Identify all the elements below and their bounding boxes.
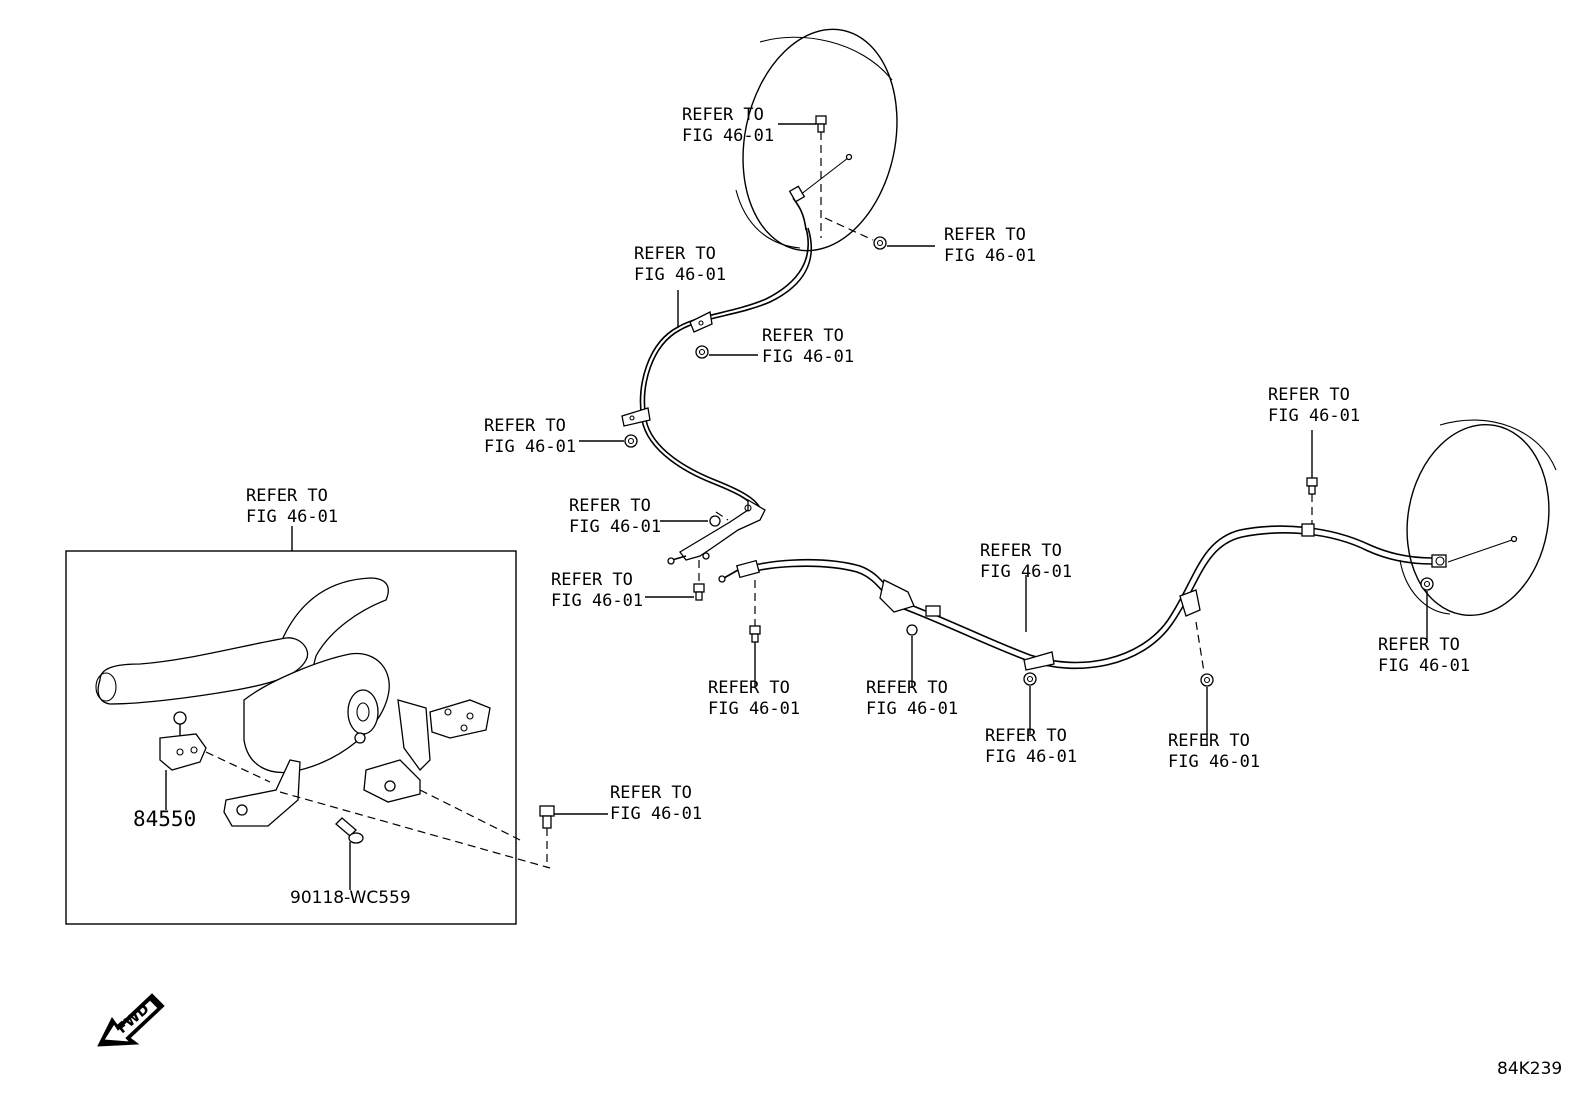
bolt-icon	[539, 805, 555, 829]
svg-text:REFER TO: REFER TO	[634, 244, 716, 264]
cable-clip	[621, 407, 651, 427]
bolt-icon	[749, 625, 761, 643]
svg-text:FIG 46-01: FIG 46-01	[610, 804, 702, 824]
svg-text:REFER TO: REFER TO	[708, 678, 790, 698]
bolt-icon	[693, 583, 705, 601]
svg-text:REFER TO: REFER TO	[551, 570, 633, 590]
svg-text:REFER TO: REFER TO	[985, 726, 1067, 746]
callout-refer-fig: REFER TO FIG 46-01	[551, 570, 643, 611]
callout-refer-fig: REFER TO FIG 46-01	[1168, 731, 1260, 772]
callout-refer-fig: REFER TO FIG 46-01	[682, 105, 774, 146]
svg-text:REFER TO: REFER TO	[246, 486, 328, 506]
cable-clip	[689, 311, 713, 333]
nut-icon	[906, 624, 918, 636]
nut-icon	[1420, 577, 1434, 591]
cable-clip	[1023, 651, 1055, 671]
svg-text:REFER TO: REFER TO	[1168, 731, 1250, 751]
callout-refer-fig: REFER TO FIG 46-01	[569, 496, 661, 537]
lever-assembly-frame	[65, 550, 517, 925]
nut-icon	[1200, 673, 1214, 687]
svg-text:FIG 46-01: FIG 46-01	[682, 126, 774, 146]
svg-text:FIG 46-01: FIG 46-01	[1378, 656, 1470, 676]
svg-text:REFER TO: REFER TO	[866, 678, 948, 698]
callout-refer-fig: REFER TO FIG 46-01	[1268, 385, 1360, 426]
svg-text:FIG 46-01: FIG 46-01	[551, 591, 643, 611]
upper-brake-cable	[643, 227, 812, 509]
nut-icon	[624, 434, 638, 448]
svg-text:REFER TO: REFER TO	[980, 541, 1062, 561]
svg-text:FIG 46-01: FIG 46-01	[1168, 752, 1260, 772]
cable-clip	[1179, 589, 1201, 617]
callout-refer-fig: REFER TO FIG 46-01	[610, 783, 702, 824]
cable-bracket	[879, 579, 941, 617]
svg-text:FIG 46-01: FIG 46-01	[985, 747, 1077, 767]
svg-text:FIG 46-01: FIG 46-01	[866, 699, 958, 719]
part-number-lever-bracket: 84550	[133, 807, 196, 831]
nut-icon	[1023, 672, 1037, 686]
lower-brake-cable	[739, 525, 1433, 664]
svg-text:REFER TO: REFER TO	[610, 783, 692, 803]
callout-refer-fig: REFER TO FIG 46-01	[762, 326, 854, 367]
drawing-code: 84K239	[1497, 1059, 1562, 1079]
svg-text:FIG 46-01: FIG 46-01	[944, 246, 1036, 266]
part-number-screw: 90118-WC559	[290, 888, 411, 908]
svg-text:REFER TO: REFER TO	[1378, 635, 1460, 655]
forward-arrow-icon: FWD	[97, 993, 165, 1047]
svg-text:FIG 46-01: FIG 46-01	[569, 517, 661, 537]
svg-text:FIG 46-01: FIG 46-01	[762, 347, 854, 367]
callout-refer-fig: REFER TO FIG 46-01	[484, 416, 576, 457]
svg-text:REFER TO: REFER TO	[1268, 385, 1350, 405]
callout-refer-fig: REFER TO FIG 46-01	[944, 225, 1036, 266]
screw-icon	[335, 817, 364, 890]
callout-refer-fig: REFER TO FIG 46-01	[866, 678, 958, 719]
nut-icon	[695, 345, 709, 359]
callout-refer-fig: REFER TO FIG 46-01	[246, 486, 338, 527]
svg-text:REFER TO: REFER TO	[682, 105, 764, 125]
cable-end-fitting	[718, 559, 761, 583]
callout-refer-fig: REFER TO FIG 46-01	[708, 678, 800, 719]
upper-brake-drum	[735, 28, 898, 252]
svg-text:REFER TO: REFER TO	[944, 225, 1026, 245]
lever-bracket-part	[159, 711, 271, 810]
callout-refer-fig: REFER TO FIG 46-01	[634, 244, 726, 285]
svg-text:FIG 46-01: FIG 46-01	[484, 437, 576, 457]
callout-refer-fig: REFER TO FIG 46-01	[1378, 635, 1470, 676]
callout-refer-fig: REFER TO FIG 46-01	[985, 726, 1077, 767]
svg-text:FIG 46-01: FIG 46-01	[246, 507, 338, 527]
parking-brake-lever	[95, 577, 551, 869]
nut-icon	[873, 236, 887, 250]
svg-text:FIG 46-01: FIG 46-01	[1268, 406, 1360, 426]
svg-text:REFER TO: REFER TO	[569, 496, 651, 516]
bolt-icon	[1306, 477, 1318, 495]
lower-brake-drum	[1399, 419, 1557, 617]
svg-text:FIG 46-01: FIG 46-01	[708, 699, 800, 719]
callout-refer-fig: REFER TO FIG 46-01	[980, 541, 1072, 582]
svg-text:REFER TO: REFER TO	[762, 326, 844, 346]
svg-text:REFER TO: REFER TO	[484, 416, 566, 436]
svg-text:FIG 46-01: FIG 46-01	[634, 265, 726, 285]
svg-text:FIG 46-01: FIG 46-01	[980, 562, 1072, 582]
cable-equalizer	[667, 498, 766, 565]
bolt-icon	[815, 115, 827, 133]
